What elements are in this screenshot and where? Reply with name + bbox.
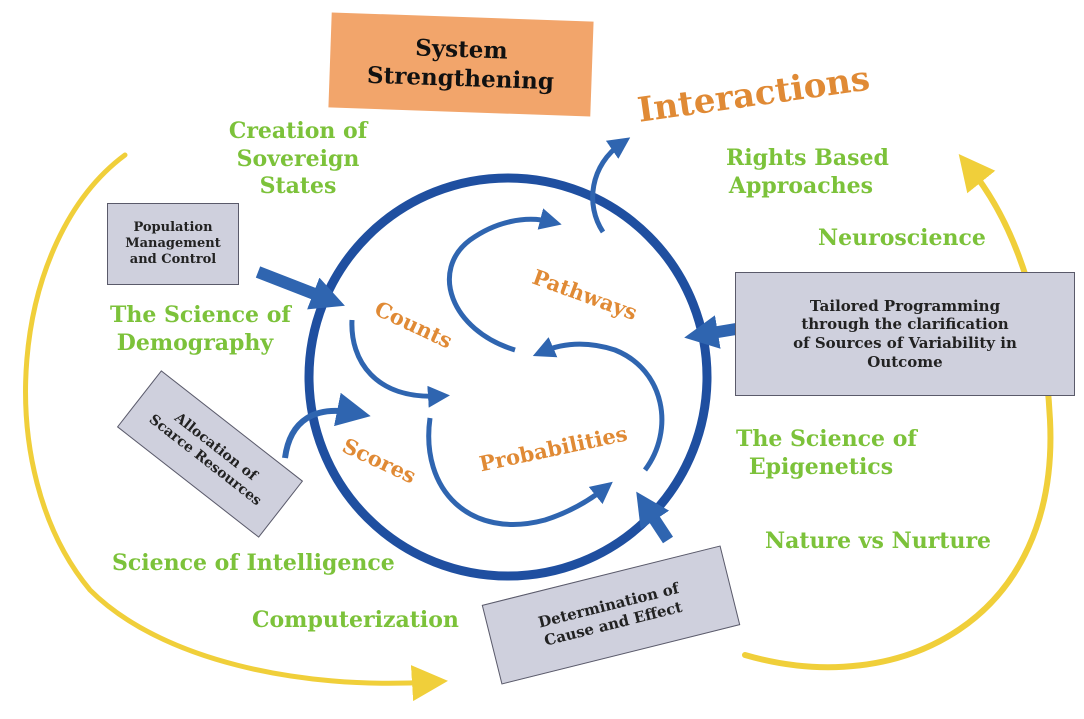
- tailored-programming-box: Tailored Programming through the clarifi…: [735, 272, 1075, 396]
- science-of-demography-label: The Science of Demography: [110, 302, 291, 356]
- inner-arrow-counts: [349, 319, 450, 408]
- science-of-epigenetics-label: The Science of Epigenetics: [736, 426, 917, 480]
- nature-vs-nurture-label: Nature vs Nurture: [765, 528, 992, 554]
- determination-input-arrow: [636, 491, 674, 544]
- title-line-2: Strengthening: [366, 61, 555, 95]
- computerization-label: Computerization: [252, 607, 459, 633]
- inner-arrow-bottom: [426, 417, 613, 527]
- inner-arrow-right: [532, 337, 665, 472]
- central-ring: [304, 173, 712, 581]
- title-line-1: System: [414, 34, 509, 65]
- creation-of-sovereign-states-label: Creation of Sovereign States: [228, 118, 368, 199]
- neuroscience-label: Neuroscience: [818, 225, 986, 251]
- population-management-box: Population Management and Control: [107, 203, 239, 285]
- scores-arrow: [282, 392, 371, 459]
- system-strengthening-box: System Strengthening: [328, 12, 594, 117]
- interactions-arrow: [590, 137, 631, 234]
- science-of-intelligence-label: Science of Intelligence: [112, 550, 395, 576]
- inner-arrow-top: [446, 208, 562, 353]
- left-yellow-cycle-arrow: [23, 152, 448, 702]
- rights-based-approaches-label: Rights Based Approaches: [726, 145, 889, 199]
- right-yellow-cycle-arrow: [742, 153, 1054, 671]
- population-input-arrow: [255, 266, 345, 310]
